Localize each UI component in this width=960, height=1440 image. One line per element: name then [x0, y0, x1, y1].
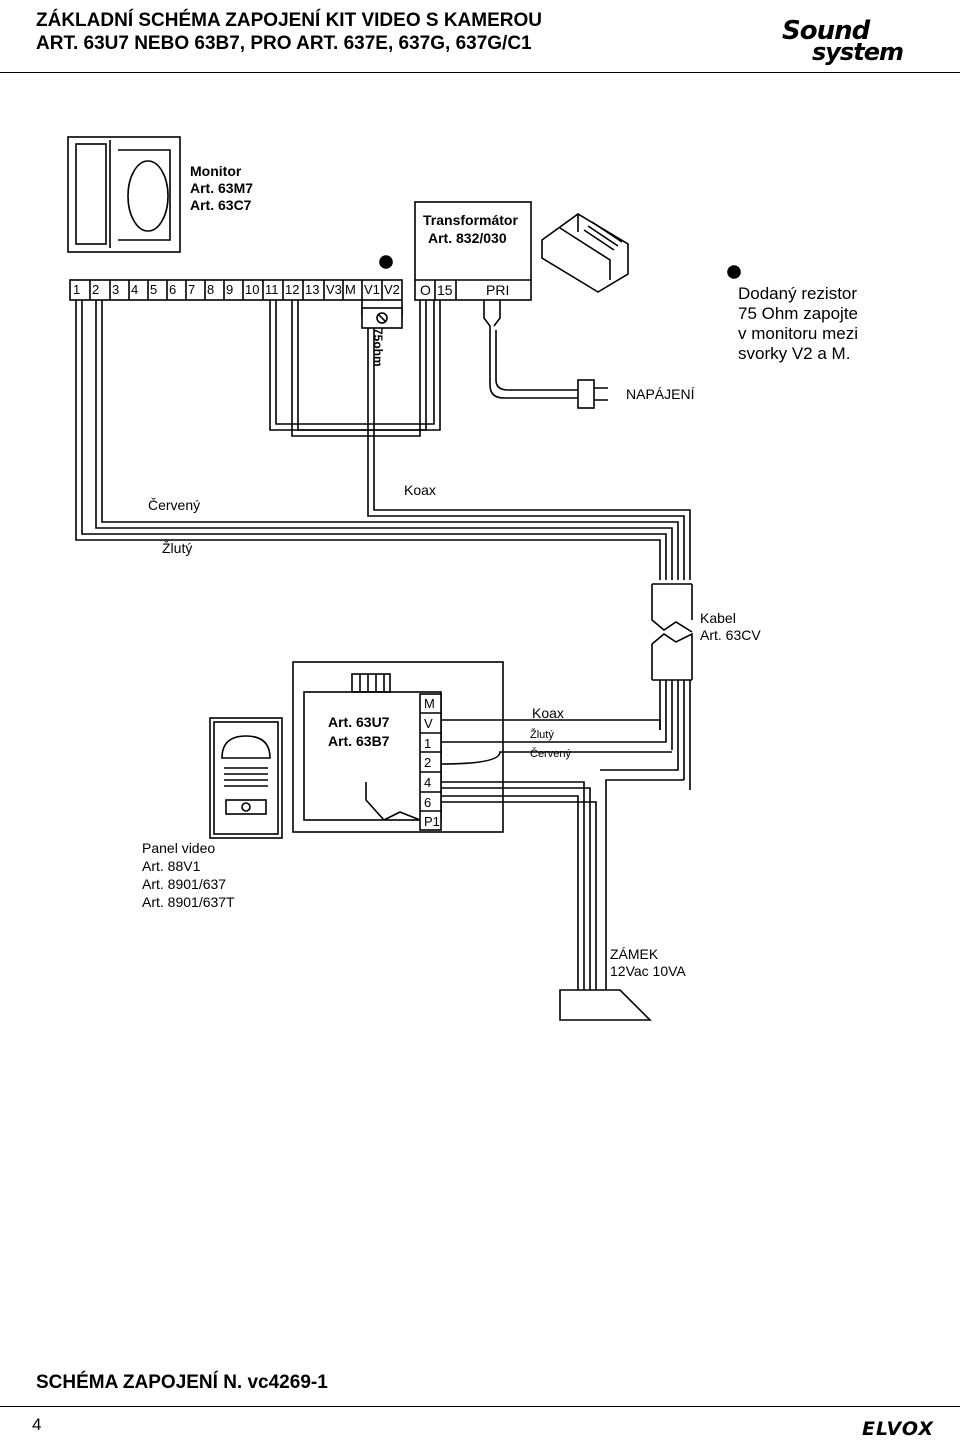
- note-line-3: v monitoru mezi: [738, 324, 858, 343]
- monitor-terminal-strip: [69, 279, 403, 301]
- sound-system-logo: Sound system: [764, 16, 934, 66]
- power-label: NAPÁJENÍ: [626, 386, 695, 402]
- note-line-1: Dodaný rezistor: [738, 284, 858, 303]
- panel-label-4: Art. 8901/637T: [142, 894, 235, 910]
- title-line-2: ART. 63U7 NEBO 63B7, PRO ART. 637E, 637G…: [36, 33, 532, 54]
- monitor-terminal-16: V2: [384, 282, 400, 297]
- monitor-terminal-2: 3: [112, 282, 120, 297]
- page-number: 4: [32, 1415, 42, 1434]
- monitor-label-1: Monitor: [190, 163, 242, 179]
- camera-terminal-strip: [419, 693, 442, 831]
- camera-lens: [351, 673, 391, 693]
- camera-label-2: Art. 63B7: [328, 733, 390, 749]
- lock-body: [559, 989, 652, 1021]
- logo-word-1: Sound: [782, 16, 870, 46]
- monitor-label-3: Art. 63C7: [190, 197, 252, 213]
- camera-terminal-6: P1: [424, 814, 440, 829]
- panel-label-1: Panel video: [142, 840, 216, 856]
- page-header: ZÁKLADNÍ SCHÉMA ZAPOJENÍ KIT VIDEO S KAM…: [0, 0, 960, 73]
- wire-yellow-label: Žlutý: [162, 540, 193, 556]
- camera-wire-yellow: Žlutý: [530, 729, 554, 741]
- monitor-terminal-5: 6: [169, 282, 177, 297]
- transformer-terminal-pri: PRI: [486, 282, 510, 298]
- panel-video-device: [209, 717, 283, 839]
- elvox-logo: ELVOX: [862, 1418, 934, 1440]
- title-line-1: ZÁKLADNÍ SCHÉMA ZAPOJENÍ KIT VIDEO S KAM…: [36, 10, 542, 31]
- lock-label-1: ZÁMEK: [610, 946, 659, 962]
- wiring-diagram: 75ohm: [67, 136, 741, 1021]
- monitor-terminal-dividers: [89, 280, 383, 300]
- resistor-75ohm: [361, 300, 403, 329]
- transformer-box: [414, 201, 532, 301]
- monitor-terminal-1: 2: [92, 282, 100, 297]
- monitor-terminal-4: 5: [150, 282, 158, 297]
- camera-terminal-3: 2: [424, 755, 432, 770]
- monitor-terminal-9: 10: [245, 282, 260, 297]
- panel-label-3: Art. 8901/637: [142, 876, 227, 892]
- monitor-terminal-13: V3: [326, 282, 342, 297]
- camera-terminal-5: 6: [424, 795, 432, 810]
- transformer-device: [541, 213, 629, 293]
- resistor-note: Dodaný rezistor 75 Ohm zapojte v monitor…: [738, 284, 858, 364]
- resistor-label: 75ohm: [371, 328, 385, 367]
- monitor-label-2: Art. 63M7: [190, 180, 254, 196]
- wire-coax-label: Koax: [404, 482, 436, 498]
- camera-terminal-1: V: [424, 716, 433, 731]
- transformer-terminal-o: O: [420, 282, 431, 298]
- camera-label-1: Art. 63U7: [328, 714, 390, 730]
- monitor-terminal-8: 9: [226, 282, 234, 297]
- camera-wire-coax: Koax: [532, 705, 564, 721]
- monitor-terminal-10: 11: [265, 282, 279, 297]
- camera-unit-outer: [292, 661, 504, 833]
- monitor-wires: [75, 300, 691, 580]
- lock-label-2: 12Vac 10VA: [610, 963, 686, 979]
- monitor-terminal-0: 1: [73, 282, 81, 297]
- monitor-terminal-14: M: [345, 282, 356, 297]
- monitor-terminal-6: 7: [188, 282, 196, 297]
- logo-word-2: system: [812, 38, 904, 66]
- camera-terminal-4: 4: [424, 775, 432, 790]
- panel-label-2: Art. 88V1: [142, 858, 201, 874]
- monitor-terminal-12: 13: [305, 282, 320, 297]
- note-line-4: svorky V2 a M.: [738, 344, 851, 363]
- monitor-terminal-7: 8: [207, 282, 215, 297]
- monitor-terminal-3: 4: [131, 282, 139, 297]
- monitor-device: [67, 136, 181, 253]
- camera-wire-red: Červený: [530, 748, 571, 760]
- note-line-2: 75 Ohm zapojte: [738, 304, 859, 323]
- transformer-terminal-15: 15: [437, 282, 453, 298]
- cable-label-1: Kabel: [700, 610, 736, 626]
- camera-terminal-2: 1: [424, 736, 432, 751]
- power-cable: [483, 300, 608, 409]
- transformer-label-1: Transformátor: [423, 212, 518, 228]
- monitor-terminal-11: 12: [285, 282, 300, 297]
- transformer-label-2: Art. 832/030: [428, 230, 507, 246]
- camera-terminal-0: M: [424, 696, 435, 711]
- footer-title: SCHÉMA ZAPOJENÍ N. vc4269-1: [36, 1372, 328, 1393]
- cable-break: [651, 583, 693, 790]
- monitor-terminal-15: V1: [364, 282, 380, 297]
- wire-red-label: Červený: [148, 497, 201, 513]
- footer-divider: [0, 1406, 960, 1407]
- cable-label-2: Art. 63CV: [700, 627, 761, 643]
